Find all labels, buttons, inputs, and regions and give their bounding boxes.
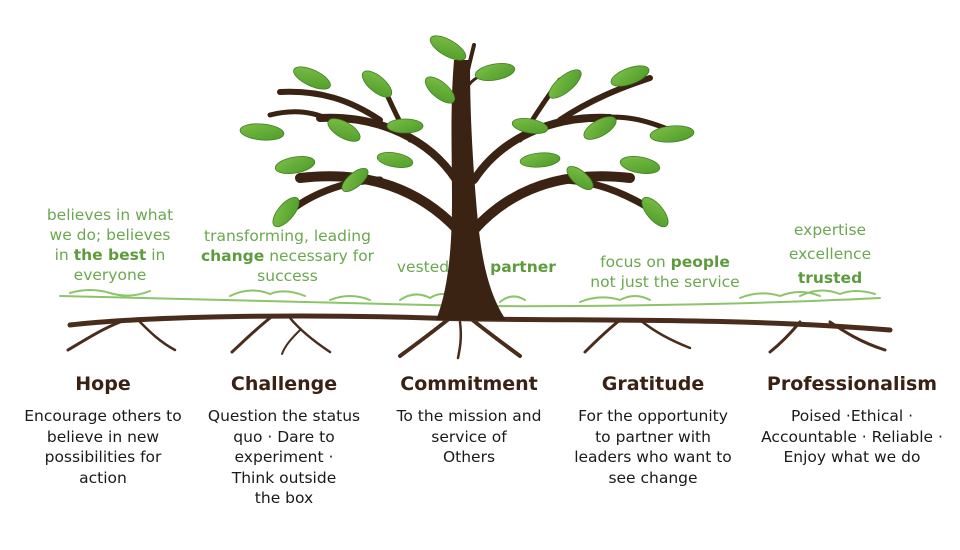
note-hope-line4: everyone	[73, 266, 147, 284]
note-partner: partner	[490, 258, 556, 276]
note-challenge-line1: transforming, leading	[204, 227, 371, 245]
value-title: Professionalism	[766, 373, 938, 395]
value-professionalism: Professionalism Poised ·Ethical · Accoun…	[752, 372, 952, 468]
note-gratitude-line2: not just the service	[590, 273, 740, 291]
note-professionalism-line2: excellence	[788, 245, 872, 263]
value-description: Poised ·Ethical · Accountable · Reliable…	[761, 407, 943, 466]
value-hope: Hope Encourage others to believe in new …	[8, 372, 198, 488]
note-hope-line2: we do; believes	[49, 226, 171, 244]
value-description: To the mission and service of Others	[396, 407, 542, 466]
value-gratitude: Gratitude For the opportunity to partner…	[558, 372, 748, 488]
note-gratitude-line1: focus on people	[600, 253, 730, 271]
value-commitment: Commitment To the mission and service of…	[374, 372, 564, 468]
note-vested: vested	[396, 258, 450, 276]
value-title: Commitment	[400, 373, 538, 395]
trunk	[436, 60, 506, 320]
note-challenge-line2: change necessary for	[200, 247, 375, 265]
leaves	[239, 35, 695, 228]
value-title: Gratitude	[601, 373, 705, 395]
note-challenge: transforming, leading change necessary f…	[195, 226, 380, 286]
roots	[66, 313, 893, 360]
value-description: Question the status quo · Dare to experi…	[207, 407, 361, 507]
note-professionalism: expertise excellence trusted	[770, 218, 890, 290]
note-professionalism-line3: trusted	[797, 269, 863, 287]
note-challenge-line3: success	[257, 267, 318, 285]
note-gratitude: focus on people not just the service	[575, 252, 755, 292]
value-description: For the opportunity to partner with lead…	[574, 407, 732, 487]
value-title: Hope	[75, 373, 131, 395]
value-challenge: Challenge Question the status quo · Dare…	[189, 372, 379, 509]
note-professionalism-line1: expertise	[793, 221, 867, 239]
value-title: Challenge	[230, 373, 338, 395]
value-description: Encourage others to believe in new possi…	[24, 407, 182, 487]
note-hope-line1: believes in what	[46, 206, 174, 224]
note-hope-line3: in the best in	[54, 246, 166, 264]
note-hope: believes in what we do; believes in the …	[30, 205, 190, 285]
